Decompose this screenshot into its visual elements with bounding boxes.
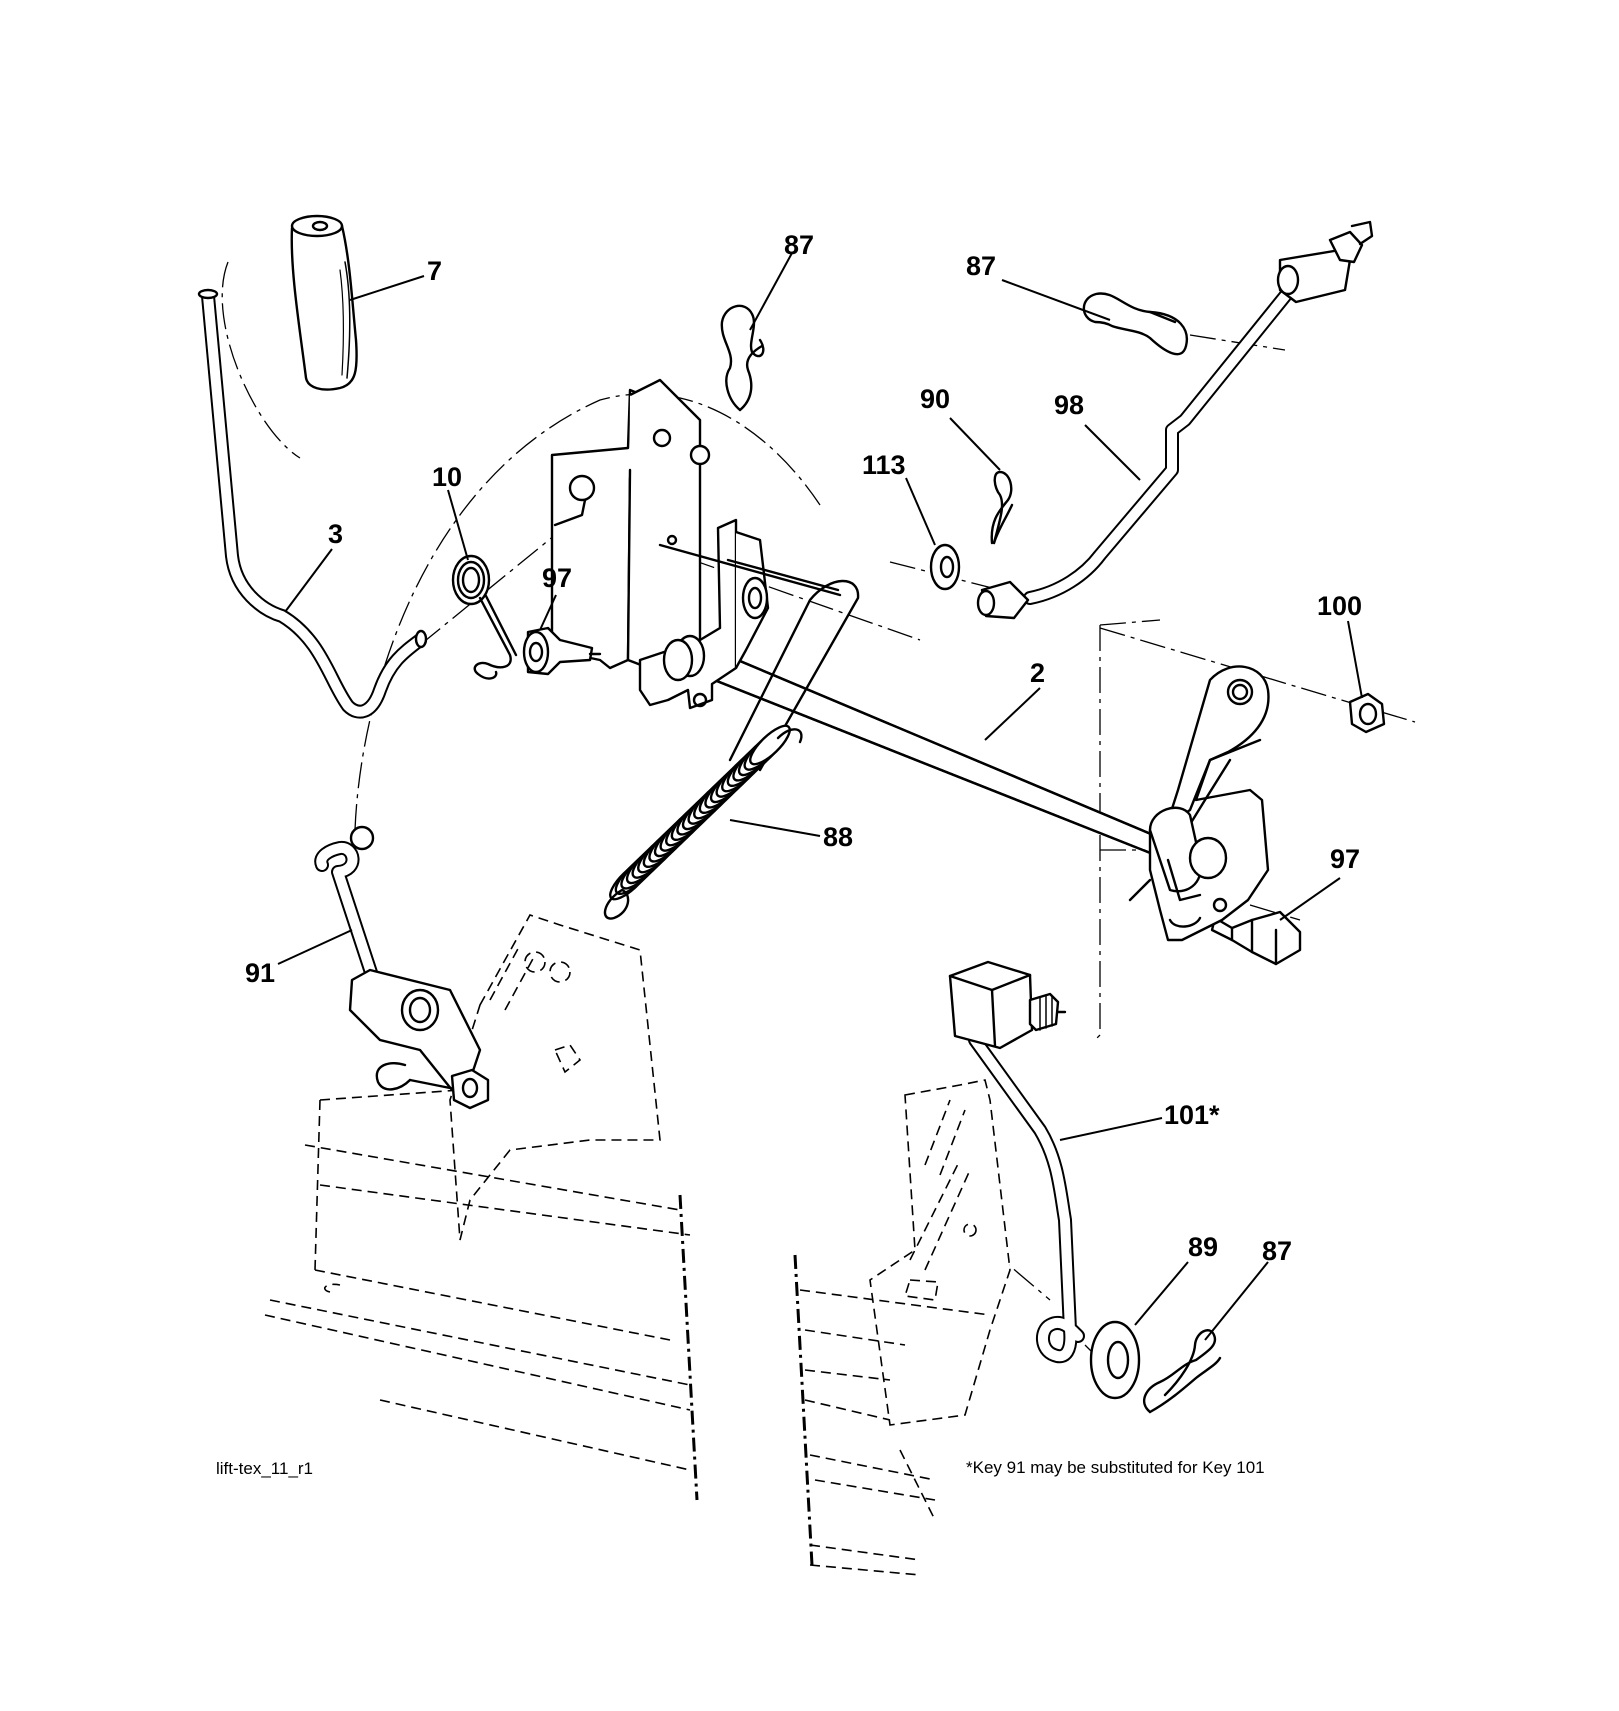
callout-101: 101* bbox=[1164, 1100, 1220, 1130]
callout-87-top-center: 87 bbox=[784, 230, 814, 260]
callout-100: 100 bbox=[1317, 591, 1362, 621]
diagram-code: lift-tex_11_r1 bbox=[216, 1459, 313, 1478]
spring-hook-upper bbox=[776, 728, 803, 744]
callout-87-top-right: 87 bbox=[966, 251, 996, 281]
flat-washer-89 bbox=[1089, 1320, 1141, 1400]
spring-coil bbox=[749, 724, 791, 766]
callout-97-lower: 97 bbox=[1330, 844, 1360, 874]
footnote: *Key 91 may be substituted for Key 101 bbox=[966, 1458, 1265, 1477]
lift-link-101 bbox=[948, 960, 1085, 1364]
callout-113: 113 bbox=[862, 450, 906, 480]
mounting-bracket bbox=[550, 378, 711, 682]
callout-89: 89 bbox=[1188, 1232, 1218, 1262]
leader-lines bbox=[277, 252, 1363, 1341]
spring-hook-lower bbox=[603, 888, 630, 920]
lift-lever bbox=[197, 288, 428, 719]
callout-10: 10 bbox=[432, 462, 462, 492]
phantom-left-bracket bbox=[449, 914, 661, 1241]
callout-7: 7 bbox=[427, 256, 442, 286]
callout-87-bottom: 87 bbox=[1262, 1236, 1292, 1266]
phantom-left-deck bbox=[264, 1089, 699, 1501]
callout-2: 2 bbox=[1030, 658, 1045, 688]
right-lift-arm bbox=[1128, 665, 1270, 942]
callout-90: 90 bbox=[920, 384, 950, 414]
hair-pin-clip-upper-center bbox=[720, 304, 765, 412]
extension-spring bbox=[603, 724, 803, 920]
callout-98: 98 bbox=[1054, 390, 1084, 420]
callout-labels: 7 87 87 90 98 113 10 3 97 100 2 88 97 91… bbox=[245, 230, 1362, 1266]
lift-shaft bbox=[638, 518, 1172, 862]
handle-grip bbox=[290, 214, 358, 391]
hex-nut bbox=[1348, 692, 1386, 734]
callout-91: 91 bbox=[245, 958, 275, 988]
hair-pin-clip-lower-right bbox=[1143, 1329, 1222, 1414]
flat-washer-113 bbox=[929, 543, 961, 591]
hair-pin-clip-upper-right bbox=[1082, 292, 1189, 356]
callout-88: 88 bbox=[823, 822, 853, 852]
callout-3: 3 bbox=[328, 519, 343, 549]
adjustment-rod bbox=[976, 220, 1374, 620]
lift-link-91 bbox=[314, 825, 490, 1110]
shoulder-bolt-lower bbox=[1210, 910, 1302, 966]
callout-97-upper: 97 bbox=[542, 563, 572, 593]
torsion-spring bbox=[451, 554, 518, 680]
phantom-right-bracket bbox=[869, 1079, 1011, 1426]
phantom-right-deck bbox=[793, 1254, 991, 1576]
shoulder-bolt-upper bbox=[522, 626, 602, 676]
hair-pin-clip-90 bbox=[990, 470, 1014, 545]
